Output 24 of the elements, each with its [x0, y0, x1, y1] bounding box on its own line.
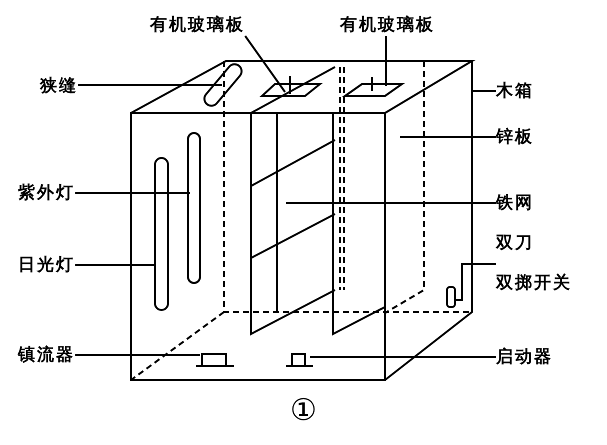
leader-line [244, 35, 286, 93]
leader-line [286, 202, 496, 204]
leader-line [78, 84, 222, 86]
part-label: 日光灯 [18, 254, 76, 276]
part-label: 紫外灯 [18, 182, 76, 204]
part-label: 狭缝 [40, 75, 78, 97]
part-label: 启动器 [496, 346, 554, 368]
part-label: 锌板 [496, 126, 534, 148]
leader-line [461, 263, 496, 290]
leader-line [472, 90, 496, 92]
part-label: 有机玻璃板 [150, 14, 246, 36]
leader-line [75, 264, 156, 266]
part-label: 双掷开关 [496, 272, 572, 294]
leader-line [310, 356, 496, 358]
part-label: 镇流器 [18, 344, 76, 366]
figure-number: ① [290, 394, 317, 428]
leader-line [385, 36, 387, 86]
part-label: 有机玻璃板 [340, 14, 436, 36]
part-label: 双刀 [496, 232, 536, 254]
part-label: 铁网 [496, 192, 534, 214]
leader-line [75, 354, 200, 356]
part-label: 木箱 [496, 80, 534, 102]
leader-line [400, 136, 496, 138]
leader-line [75, 192, 190, 194]
